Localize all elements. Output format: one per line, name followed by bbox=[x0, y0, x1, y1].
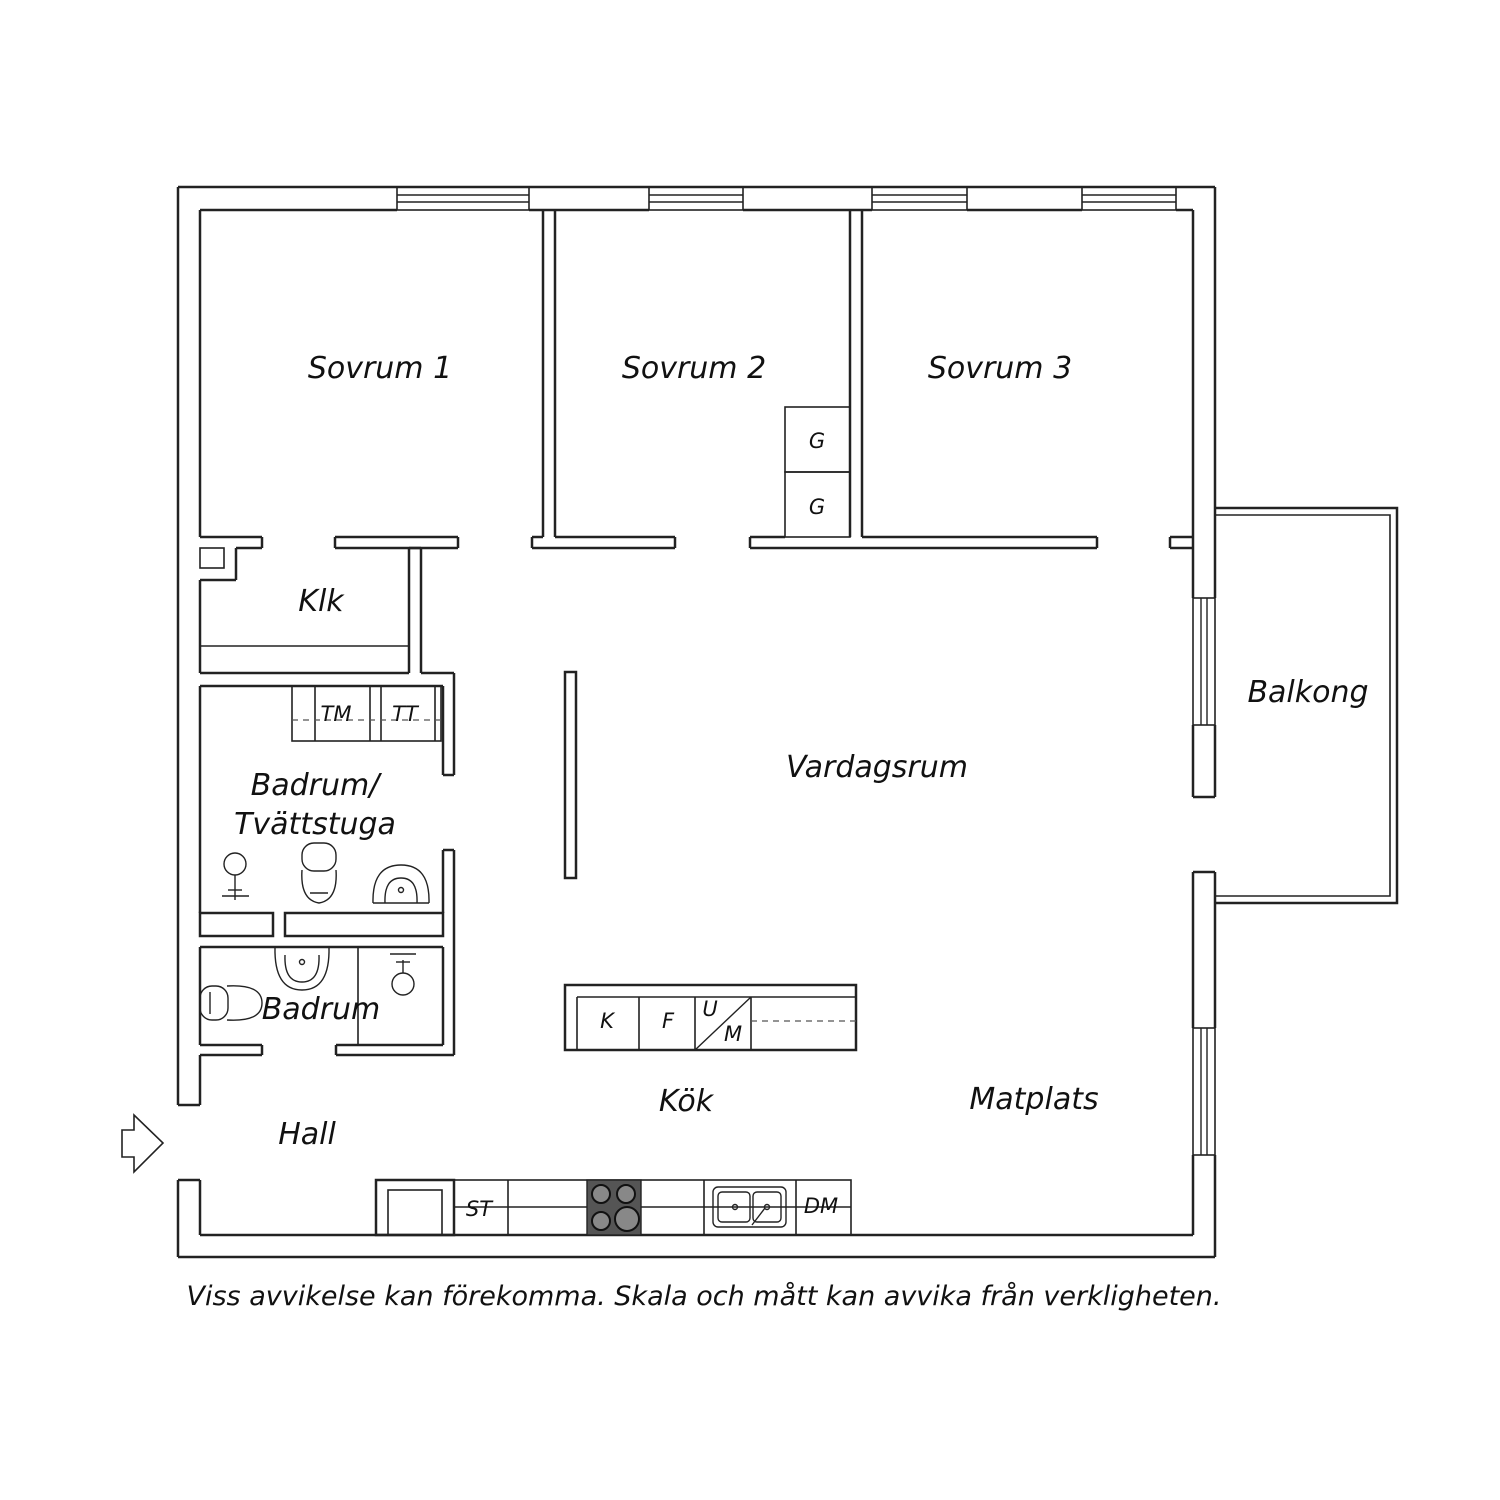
windows-top bbox=[200, 186, 1193, 212]
room-label-badrum-tvatt-line1: Badrum/ bbox=[251, 768, 383, 803]
room-label-badrum-tvatt-line2: Tvättstuga bbox=[234, 807, 396, 842]
fixture-label-diskmaskin: DM bbox=[804, 1194, 838, 1218]
balcony-outline bbox=[1215, 506, 1399, 905]
kitchen-counter bbox=[374, 1178, 852, 1237]
outer-walls bbox=[176, 185, 1217, 1259]
disclaimer-text: Viss avvikelse kan förekomma. Skala och … bbox=[187, 1281, 1222, 1312]
small-bathroom bbox=[198, 945, 454, 1057]
fixture-label-ugn: U bbox=[702, 997, 717, 1021]
entrance-arrow-icon bbox=[121, 1113, 165, 1174]
fixture-label-garderob-upper: G bbox=[809, 429, 825, 453]
room-label-sovrum1: Sovrum 1 bbox=[308, 351, 452, 386]
kitchen-island bbox=[563, 983, 858, 1052]
windows-right bbox=[1192, 597, 1216, 1156]
room-label-klk: Klk bbox=[298, 584, 345, 619]
fixture-label-kyl: K bbox=[600, 1009, 616, 1033]
room-label-balkong: Balkong bbox=[1247, 675, 1368, 710]
room-label-sovrum2: Sovrum 2 bbox=[622, 351, 766, 386]
room-label-badrum: Badrum bbox=[262, 992, 381, 1027]
room-label-matplats: Matplats bbox=[969, 1082, 1098, 1117]
partition-wall bbox=[563, 670, 578, 880]
room-label-vardagsrum: Vardagsrum bbox=[786, 750, 968, 785]
bedroom-walls bbox=[198, 210, 1099, 582]
fixture-label-tvattmaskin: TM bbox=[321, 702, 352, 726]
room-label-hall: Hall bbox=[278, 1117, 336, 1152]
fixture-label-torktumlare: TT bbox=[392, 702, 420, 726]
fixture-label-frys: F bbox=[662, 1009, 675, 1033]
room-label-sovrum3: Sovrum 3 bbox=[928, 351, 1072, 386]
laundry-bathroom bbox=[198, 685, 456, 1055]
fixture-label-garderob-lower: G bbox=[809, 495, 825, 519]
fixture-label-stadskap: ST bbox=[466, 1197, 494, 1221]
fixture-label-mikro: M bbox=[724, 1022, 742, 1046]
room-label-kok: Kök bbox=[659, 1084, 715, 1119]
